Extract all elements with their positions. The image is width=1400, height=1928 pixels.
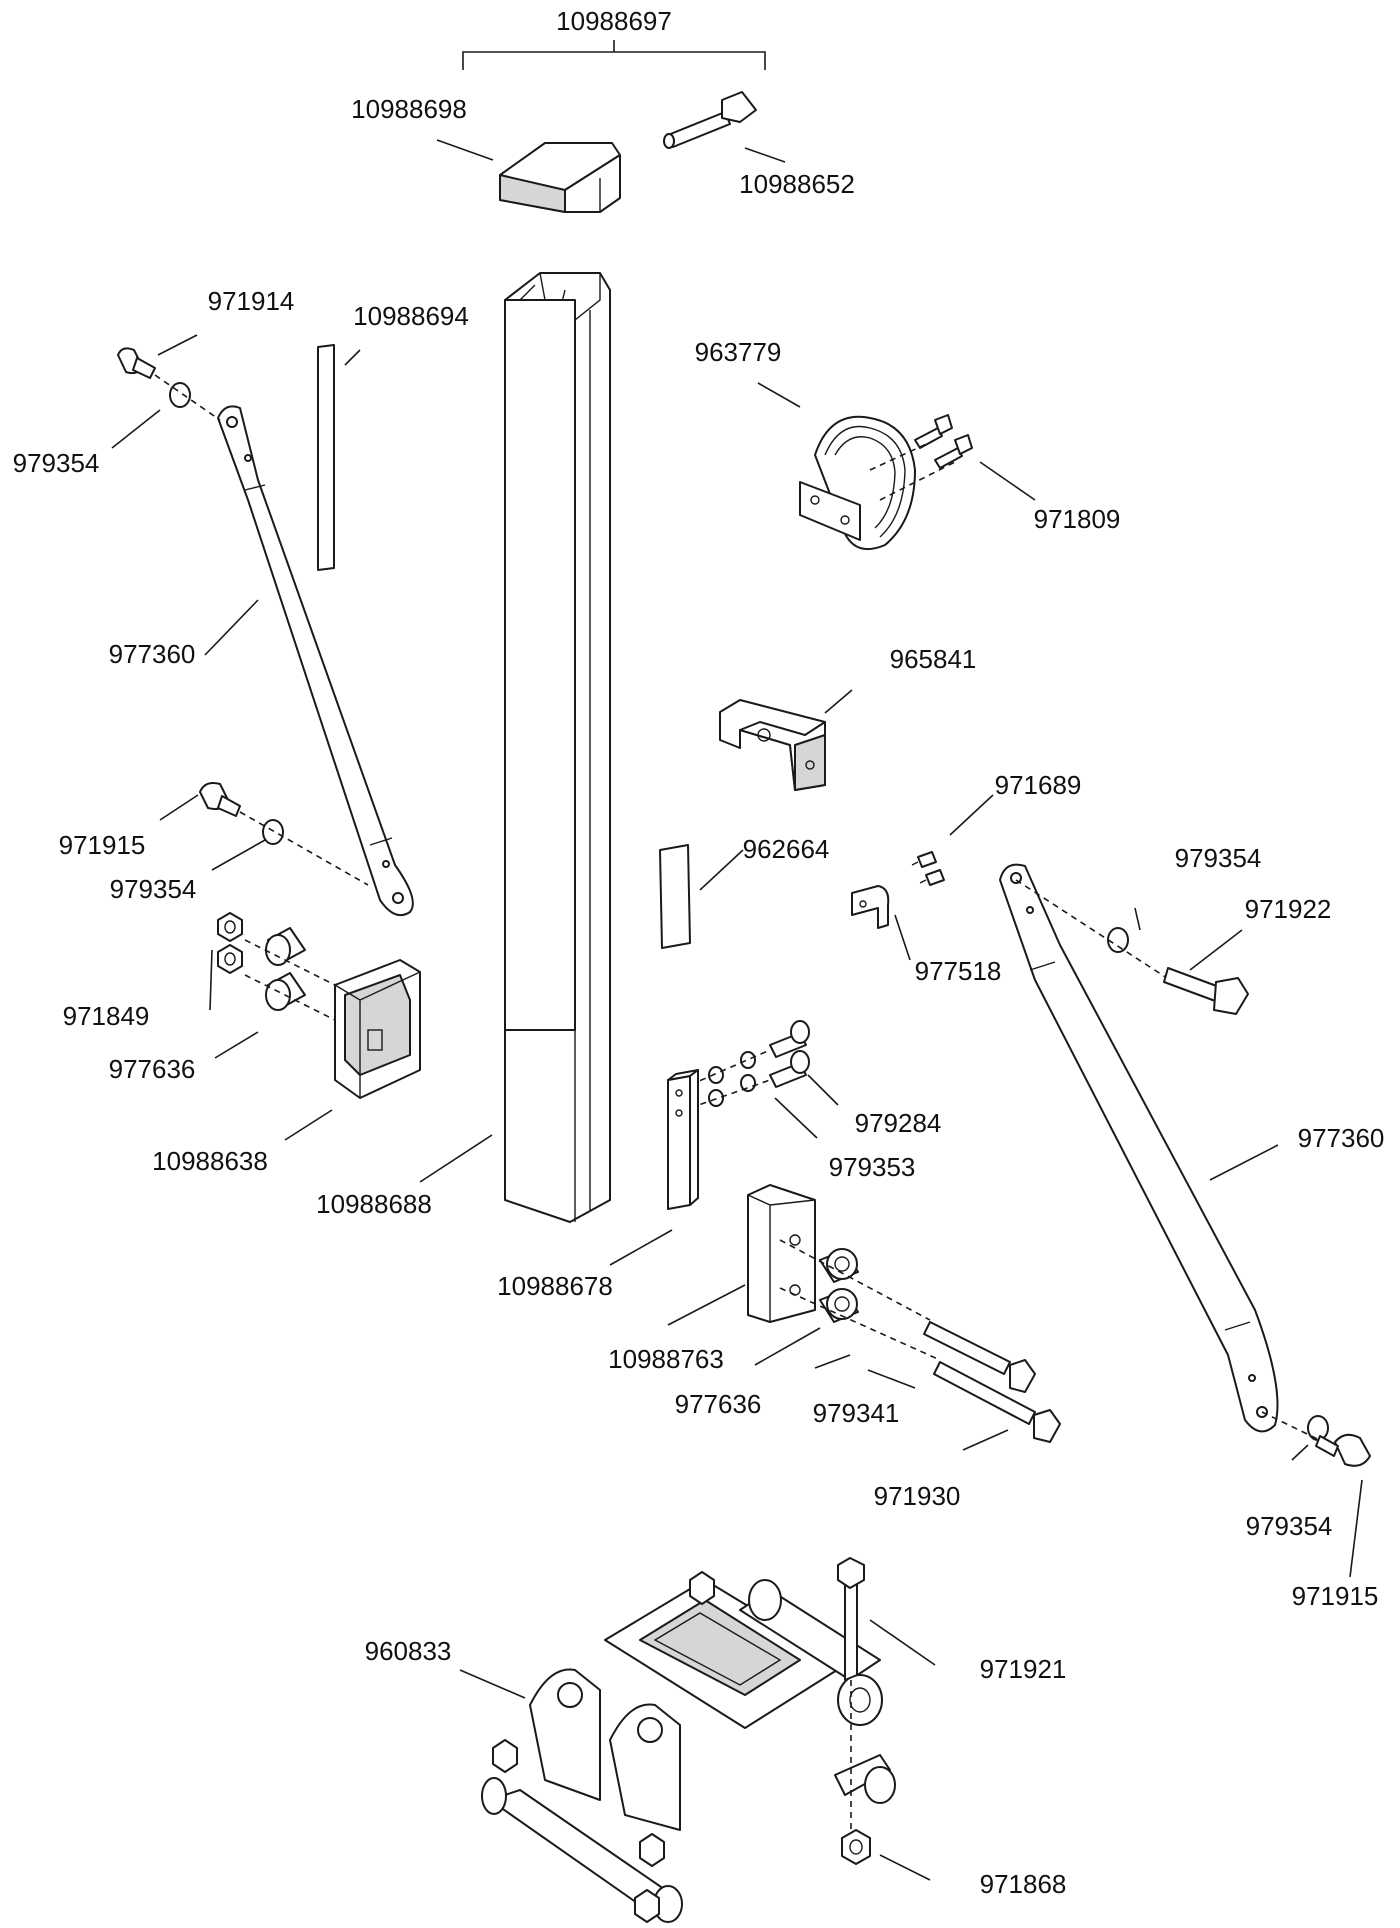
label-label-plate: 962664 xyxy=(743,834,830,864)
axis-cap-screws xyxy=(689,1049,771,1109)
label-washer-right-lower: 979354 xyxy=(1246,1511,1333,1541)
bolt-right-lower-part xyxy=(1315,1433,1371,1467)
axis-left-top xyxy=(154,374,221,421)
carriage-block-part xyxy=(747,1184,816,1323)
label-cable-holder-screw: 971809 xyxy=(1034,504,1121,534)
label-bolt-right-lower: 971915 xyxy=(1292,1581,1379,1611)
axis-left-lower xyxy=(239,811,369,886)
axis-bushings-left xyxy=(244,939,336,1021)
bolt-left-lower-part xyxy=(199,782,241,817)
label-bushing-left: 977636 xyxy=(109,1054,196,1084)
small-screws-part xyxy=(911,851,945,886)
label-bolt-right-top: 971922 xyxy=(1245,894,1332,924)
label-cable-holder: 963779 xyxy=(695,337,782,367)
label-column: 10988688 xyxy=(316,1189,432,1219)
washers-small-part xyxy=(708,1051,756,1107)
bushings-left-part xyxy=(265,927,306,1011)
label-bracket-left: 10988638 xyxy=(152,1146,268,1176)
bushings-right-part xyxy=(819,1248,859,1323)
label-plate-part xyxy=(659,844,691,949)
label-strip-left: 10988694 xyxy=(353,301,469,331)
clamp-block-part xyxy=(719,699,826,791)
washer-left-top-part xyxy=(169,382,191,408)
bolt-right-top-part xyxy=(1163,967,1249,1015)
strip-left-part xyxy=(317,344,335,571)
label-hook-bracket: 977518 xyxy=(915,956,1002,986)
label-bushing-right: 977636 xyxy=(675,1389,762,1419)
axis-right-top xyxy=(1015,879,1171,981)
bracket-left-part xyxy=(334,959,421,1099)
leader-lines xyxy=(111,139,1363,1881)
label-bolt-left-lower: 971915 xyxy=(59,830,146,860)
label-brace-right: 977360 xyxy=(1298,1123,1385,1153)
base-part xyxy=(481,1571,896,1923)
label-washer-small: 979353 xyxy=(829,1152,916,1182)
axis-right-lower xyxy=(1261,1411,1341,1451)
axis-cable-holder xyxy=(869,439,956,501)
cap-screws-part xyxy=(769,1020,810,1088)
label-base-nut: 971868 xyxy=(980,1869,1067,1899)
nuts-left-part xyxy=(217,912,243,974)
assembly-bracket-line xyxy=(462,40,766,70)
bolt-left-top-part xyxy=(117,347,156,379)
pin-lower-part xyxy=(933,1361,1061,1443)
label-bolt-left-top: 971914 xyxy=(208,286,295,316)
label-top-cap: 10988698 xyxy=(351,94,467,124)
axis-pins xyxy=(779,1239,941,1361)
label-washer-right-top: 979354 xyxy=(1175,843,1262,873)
label-pin-lower: 971930 xyxy=(874,1481,961,1511)
label-base: 960833 xyxy=(365,1636,452,1666)
hook-bracket-part xyxy=(851,885,890,929)
label-small-screw: 971689 xyxy=(995,770,1082,800)
base-nut-part xyxy=(841,1829,871,1865)
label-spacer-bar: 10988678 xyxy=(497,1271,613,1301)
label-carriage-block: 10988763 xyxy=(608,1344,724,1374)
label-cap-screw: 979284 xyxy=(855,1108,942,1138)
base-bolt-part xyxy=(837,1557,865,1681)
column-part xyxy=(504,272,611,1223)
top-cap-part xyxy=(499,142,621,213)
label-top-bolt: 10988652 xyxy=(739,169,855,199)
washer-right-top-part xyxy=(1107,927,1129,953)
brace-right-part xyxy=(999,863,1279,1433)
label-nut-left: 971849 xyxy=(63,1001,150,1031)
label-washer-left-lower: 979354 xyxy=(110,874,197,904)
cable-holder-part xyxy=(799,415,916,550)
brace-left-part xyxy=(217,405,414,916)
label-pin-upper: 979341 xyxy=(813,1398,900,1428)
top-bolt-part xyxy=(663,91,757,149)
label-base-bolt: 971921 xyxy=(980,1654,1067,1684)
label-clamp-block: 965841 xyxy=(890,644,977,674)
washer-left-lower-part xyxy=(262,819,284,845)
pin-upper-part xyxy=(923,1321,1036,1393)
washer-right-lower-part xyxy=(1307,1415,1329,1441)
spacer-bar-part xyxy=(667,1069,699,1210)
label-assembly-top: 10988697 xyxy=(556,6,672,36)
cable-holder-screws-part xyxy=(914,414,973,469)
label-washer-left-top: 979354 xyxy=(13,448,100,478)
label-brace-left: 977360 xyxy=(109,639,196,669)
